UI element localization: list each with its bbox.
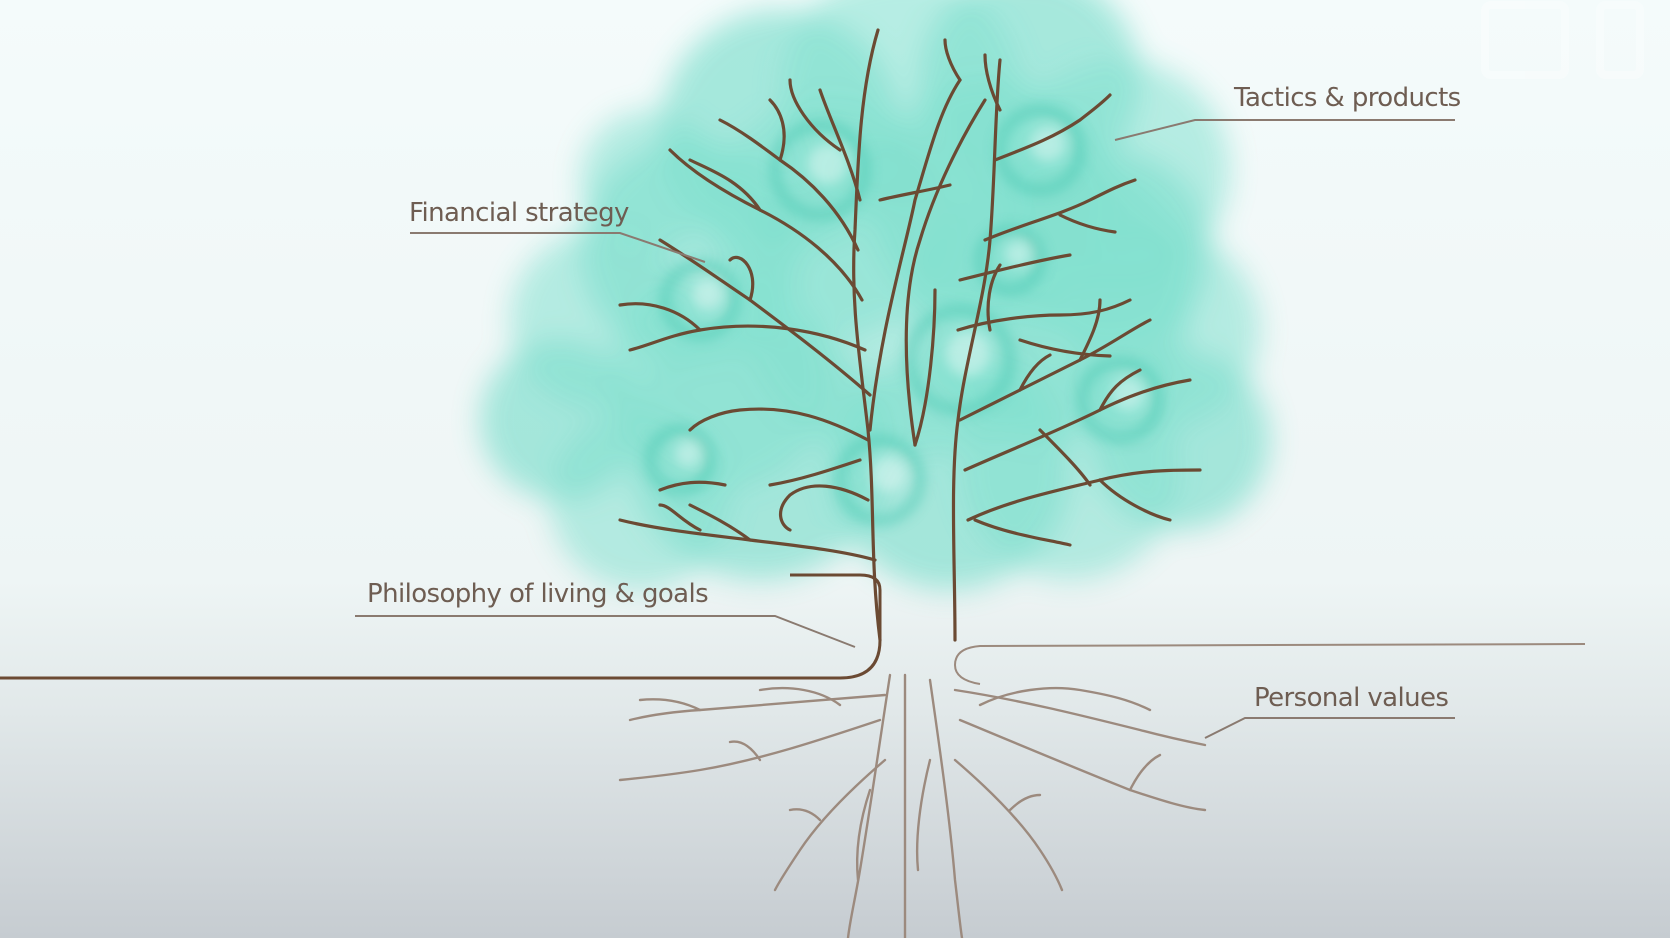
foliage-swirl: [770, 120, 870, 220]
label-personal-values: Personal values: [1254, 683, 1449, 713]
label-philosophy-goals: Philosophy of living & goals: [367, 579, 709, 609]
leader-philosophy: [355, 615, 856, 648]
label-leader-lines: [355, 119, 1455, 739]
foliage-highlight: [870, 456, 906, 492]
tree-branches: [618, 28, 1202, 642]
foliage-blob: [1010, 150, 1210, 350]
foliage-blob: [830, 350, 1070, 590]
foliage-blob: [580, 110, 720, 250]
foliage-highlight: [692, 278, 724, 310]
foliage-swirl: [835, 435, 925, 525]
ground-line-right: [953, 643, 1586, 685]
foliage-swirl: [645, 425, 715, 495]
foliage-swirl: [1077, 357, 1163, 443]
leader-values: [1204, 717, 1455, 739]
label-financial-strategy: Financial strategy: [409, 198, 629, 228]
leader-tactics: [1114, 119, 1455, 141]
foliage-highlight: [807, 143, 849, 185]
foliage-highlight: [674, 440, 702, 468]
corner-logo-icon: [1481, 1, 1644, 79]
tree-roots: [618, 673, 1207, 938]
leader-financial: [410, 232, 706, 263]
label-tactics-products: Tactics & products: [1234, 83, 1461, 113]
foliage-swirl: [995, 105, 1085, 195]
foliage-highlight: [1004, 240, 1032, 268]
